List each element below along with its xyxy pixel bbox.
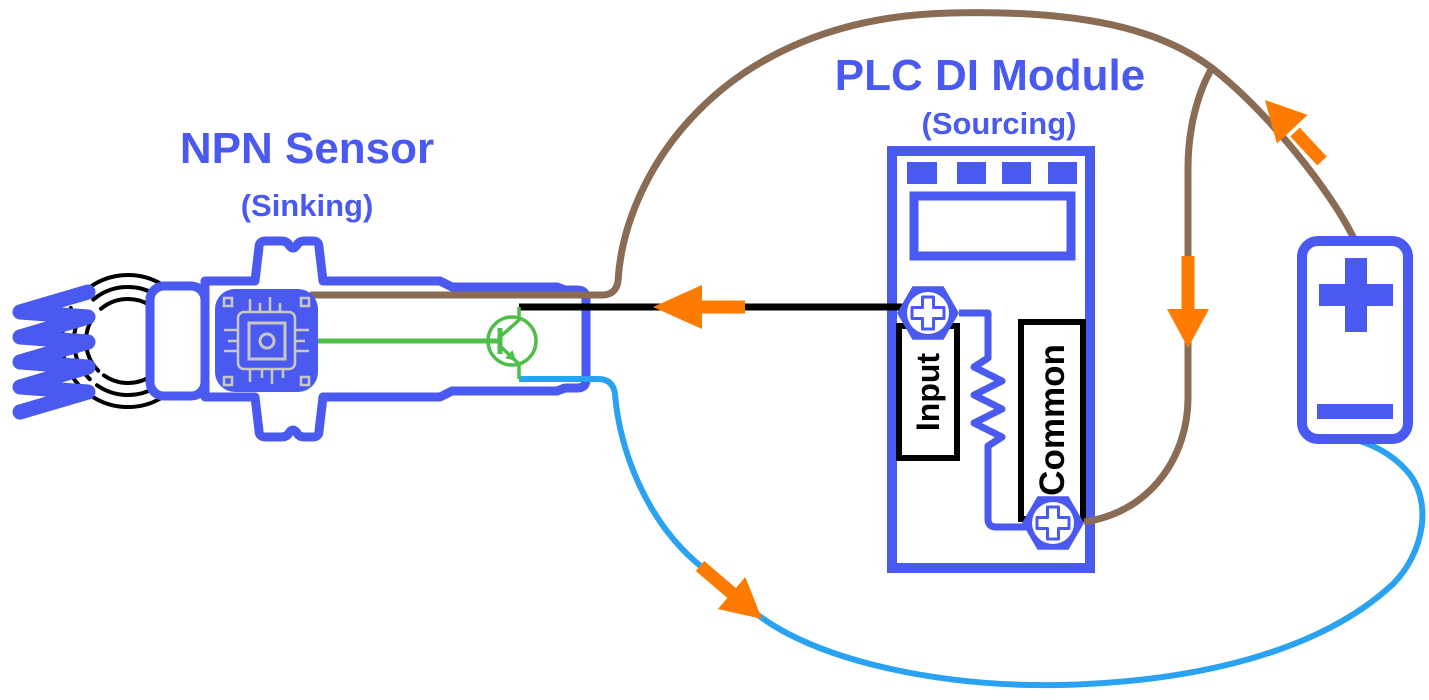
- emitter-arrow: [505, 350, 516, 361]
- sensor-cap: [145, 281, 210, 401]
- sensor-subtitle: (Sinking): [241, 188, 374, 223]
- sensor-title: NPN Sensor: [180, 124, 434, 173]
- sensor-chip: [215, 289, 318, 392]
- common-terminal-label: Common: [1033, 344, 1072, 496]
- current-arrow-up-left: [1265, 100, 1327, 166]
- input-terminal-screw: [897, 286, 959, 340]
- transistor-symbol: [312, 307, 538, 379]
- plc-module-leds: [907, 162, 1077, 184]
- blue-wire-negative: [519, 376, 1426, 689]
- input-resistor: [959, 309, 1045, 531]
- current-arrow-signal-left: [653, 285, 745, 329]
- current-arrow-down: [1167, 256, 1209, 348]
- plc-module-display: [909, 191, 1076, 261]
- brown-wire-positive: [310, 9, 1359, 299]
- battery-negative-symbol: −: [1317, 404, 1393, 419]
- current-arrow-down-right: [695, 561, 762, 619]
- plc-module-body: Input Common: [887, 146, 1095, 573]
- common-terminal-screw: [1022, 496, 1084, 550]
- brown-wire-common-branch: [1083, 66, 1216, 526]
- battery: + −: [1297, 236, 1413, 444]
- plc-subtitle: (Sourcing): [922, 106, 1077, 141]
- sensor-coil-icon: [12, 284, 96, 420]
- common-terminal-box: [1018, 319, 1086, 522]
- input-terminal-box: [896, 323, 960, 461]
- input-terminal-label: Input: [910, 353, 946, 432]
- battery-positive-symbol: +: [1319, 258, 1393, 332]
- plc-title: PLC DI Module: [835, 51, 1145, 100]
